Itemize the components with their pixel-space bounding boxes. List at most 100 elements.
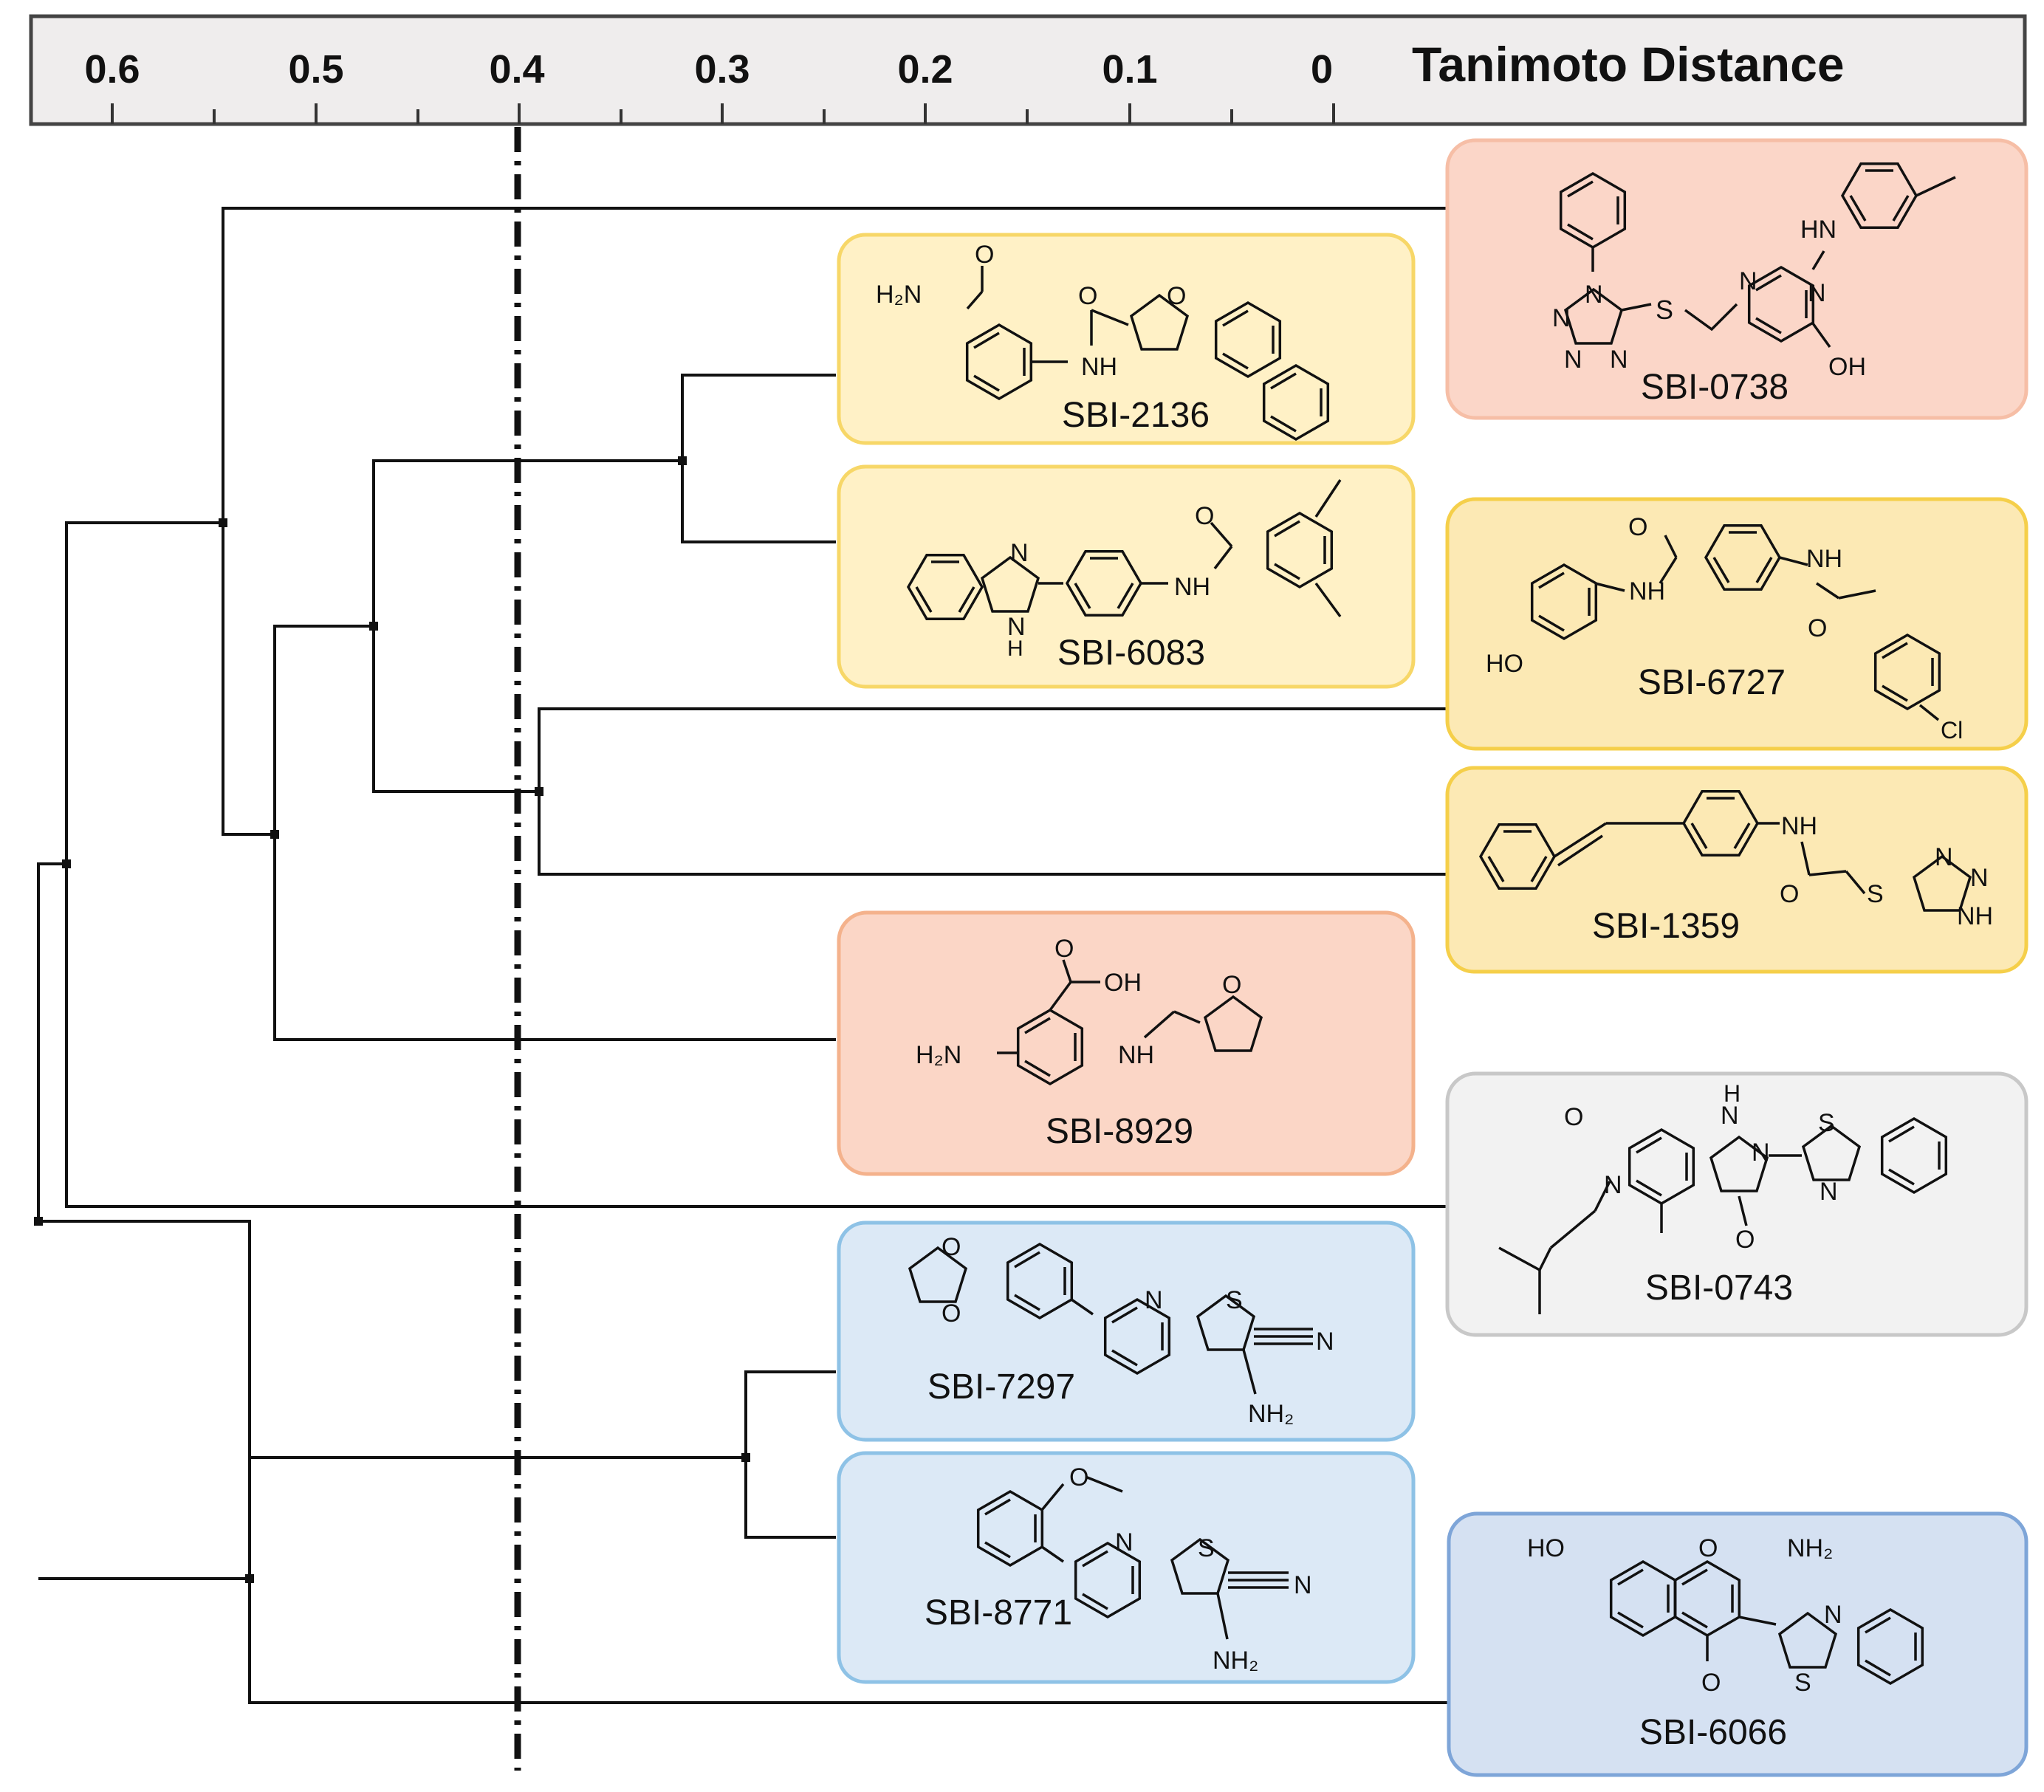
structure-sbi-6083 — [907, 479, 1342, 621]
axis-ticks — [111, 103, 1335, 124]
atom-label: N — [1824, 1601, 1842, 1629]
tick-label-0: 0 — [1311, 47, 1333, 92]
atom-label: HN — [1800, 216, 1836, 244]
atom-label: O — [1698, 1534, 1718, 1562]
atom-label: N — [1970, 864, 1989, 892]
atom-label: N — [1808, 279, 1826, 307]
compound-label: SBI-0743 — [1645, 1269, 1793, 1308]
atom-label: H₂N — [916, 1041, 961, 1069]
atom-label: NH — [1806, 545, 1842, 573]
atom-label: N — [1010, 539, 1029, 567]
node — [270, 830, 279, 839]
atom-label: O — [942, 1233, 961, 1261]
card-background — [1445, 766, 2028, 974]
card-background — [1445, 497, 2028, 751]
compound-label: SBI-6066 — [1639, 1713, 1787, 1752]
atom-label: N — [1115, 1528, 1134, 1556]
node — [62, 859, 71, 868]
tick-label-0.3: 0.3 — [694, 47, 750, 92]
atom-label: NH — [1781, 812, 1817, 840]
card-background — [837, 1221, 1416, 1442]
atom-label: N — [1585, 281, 1603, 309]
compound-card-sbi-7297: O O N S N NH₂ SBI-7297 — [837, 1221, 1416, 1442]
atom-label: NH — [1118, 1041, 1154, 1069]
atom-label: O — [1808, 614, 1827, 642]
atom-label: N — [1145, 1286, 1163, 1314]
atom-label: NH — [1957, 902, 1993, 930]
tick-label-0.2: 0.2 — [897, 47, 953, 92]
atom-label: S — [1198, 1534, 1215, 1562]
node — [245, 1574, 254, 1583]
atom-label: NH — [1081, 353, 1117, 381]
tick-label-0.6: 0.6 — [84, 47, 140, 92]
atom-label: S — [1818, 1109, 1835, 1137]
compound-card-sbi-2136: O H₂N O NH O SBI-2136 — [837, 233, 1416, 445]
axis-box — [29, 14, 2027, 126]
atom-label: O — [1222, 971, 1241, 999]
atom-label: O — [1701, 1669, 1721, 1697]
atom-label: HO — [1527, 1534, 1565, 1562]
compound-label: SBI-1359 — [1592, 907, 1740, 946]
structure-sbi-0738 — [1559, 162, 1956, 349]
branch-0743 — [65, 864, 1446, 1208]
card-background — [1445, 138, 2028, 420]
branch-2136 — [222, 374, 836, 836]
tree-nodes — [34, 456, 750, 1583]
compound-label: SBI-8771 — [925, 1593, 1072, 1633]
atom-label: H₂N — [876, 281, 922, 309]
branch-6083 — [681, 461, 836, 543]
compound-label: SBI-6083 — [1057, 634, 1205, 673]
tick-label-0.5: 0.5 — [288, 47, 343, 92]
atom-label: N — [1935, 843, 1953, 871]
atom-label: OH — [1104, 969, 1142, 997]
compound-label: SBI-7297 — [927, 1367, 1075, 1407]
structure-sbi-7297 — [908, 1243, 1313, 1395]
card-background — [837, 910, 1416, 1176]
atom-label: O — [1167, 282, 1186, 310]
atom-label: N — [1721, 1102, 1739, 1130]
atom-label: N — [1820, 1178, 1838, 1206]
atom-label: O — [1628, 513, 1647, 541]
atom-label: NH — [1174, 573, 1210, 601]
atom-label: N — [1294, 1571, 1312, 1599]
card-background — [837, 464, 1416, 689]
structure-sbi-6066 — [1609, 1560, 1924, 1685]
branch-8929 — [273, 834, 836, 1041]
axis-title: Tanimoto Distance — [1412, 37, 1845, 92]
atom-label: N — [1564, 346, 1582, 374]
atom-label: N — [1552, 304, 1571, 332]
atom-label: O — [1054, 935, 1074, 963]
compound-card-sbi-1359: NH O S N N NH SBI-1359 — [1445, 766, 2028, 974]
atom-label: NH₂ — [1787, 1534, 1833, 1562]
atom-label: H — [1007, 636, 1023, 661]
atom-label: N — [1739, 267, 1757, 295]
compound-label: SBI-6727 — [1638, 663, 1786, 702]
atom-label: N — [1752, 1139, 1770, 1167]
node — [678, 456, 687, 465]
compound-card-sbi-6083: N N H O NH SBI-6083 — [837, 464, 1416, 689]
atom-label: N — [1316, 1328, 1334, 1356]
atom-label: S — [1867, 880, 1884, 908]
node — [535, 787, 543, 796]
tick-label-0.1: 0.1 — [1102, 47, 1157, 92]
compound-card-sbi-0738: N N N N S N N HN OH SBI-0738 — [1445, 138, 2028, 420]
atom-label: O — [1195, 502, 1214, 530]
node — [219, 518, 227, 527]
atom-label: OH — [1828, 353, 1866, 381]
structure-sbi-1359 — [1479, 789, 1972, 912]
card-background — [1447, 1511, 2028, 1777]
atom-label: NH₂ — [1213, 1647, 1258, 1675]
compound-card-sbi-6066: HO O NH₂ O N S SBI-6066 — [1447, 1511, 2028, 1777]
atom-label: O — [1078, 282, 1097, 310]
atom-label: S — [1794, 1669, 1811, 1697]
compound-label: SBI-8929 — [1046, 1112, 1193, 1151]
compound-card-sbi-6727: O NH NH O HO Cl SBI-6727 — [1445, 497, 2028, 751]
branch-7297 — [250, 1370, 836, 1459]
atom-label: N — [1007, 613, 1026, 641]
compound-card-sbi-8771: O N S N NH₂ SBI-8771 — [837, 1451, 1416, 1684]
card-background — [837, 1451, 1416, 1684]
structure-sbi-8929 — [997, 959, 1263, 1085]
node — [741, 1453, 750, 1462]
atom-label: S — [1656, 295, 1673, 325]
